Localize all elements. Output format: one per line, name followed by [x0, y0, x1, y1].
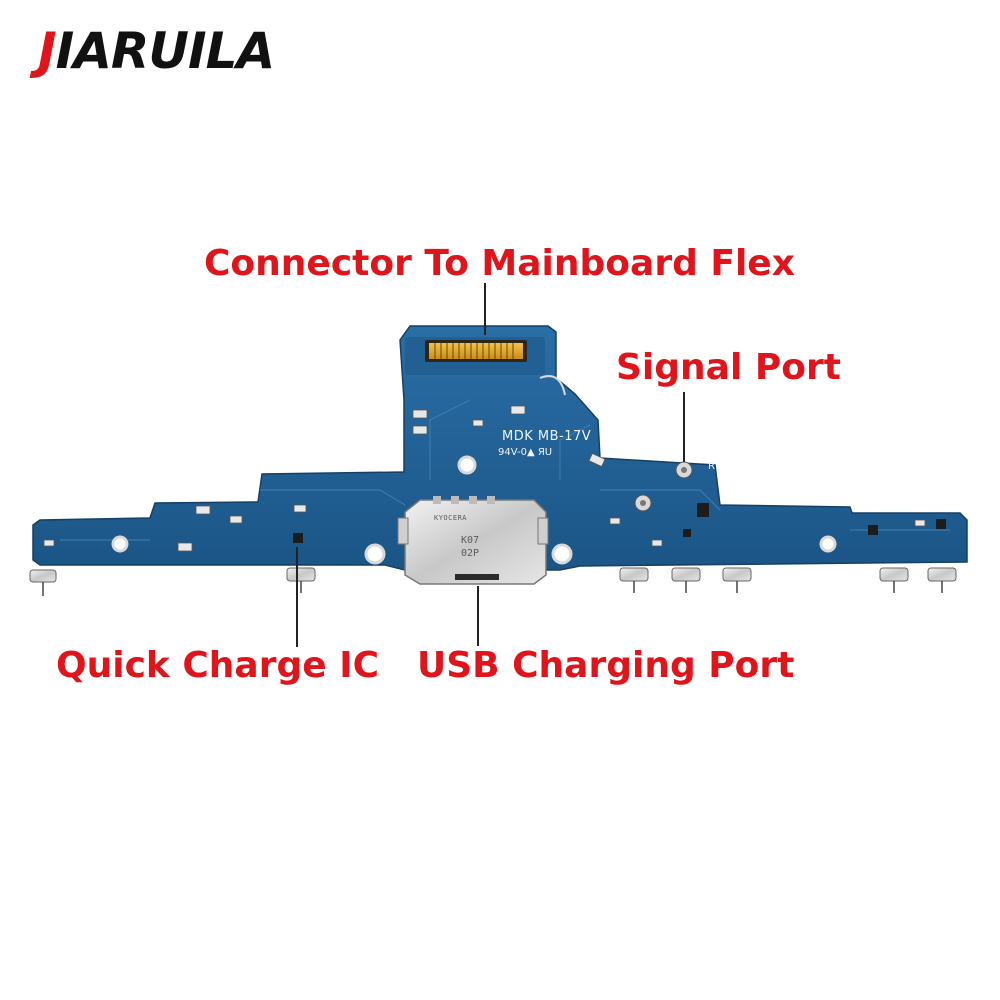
mainboard-connector: [425, 340, 527, 362]
board-side-mark: R: [708, 461, 715, 472]
brand-logo-first-letter: J: [38, 22, 57, 80]
usb-charging-port-label: USB Charging Port: [417, 645, 795, 686]
connector-pointer-line: [484, 283, 486, 335]
quick-charge-pointer-line: [296, 547, 298, 647]
signal-port-label: Signal Port: [616, 347, 841, 388]
signal-port-pointer-line: [683, 392, 685, 462]
usb-port-pointer-line: [477, 586, 479, 646]
signal-port-coax: [634, 461, 693, 512]
mounting-hole: [457, 455, 477, 475]
quick-charge-ic-chip: [293, 533, 303, 543]
quick-charge-ic-label: Quick Charge IC: [56, 645, 380, 686]
usb-c-connector: [397, 496, 549, 585]
brand-logo: JIARUILA: [38, 26, 275, 76]
mounting-hole: [819, 535, 837, 553]
mounting-hole: [111, 535, 129, 553]
mounting-hole: [364, 543, 386, 565]
mounting-hole: [551, 543, 573, 565]
board-rating-text: 94V-0▲ ЯU: [498, 447, 553, 458]
connector-label: Connector To Mainboard Flex: [204, 243, 795, 284]
usb-brand-text: KYOCERA: [434, 514, 468, 522]
brand-logo-rest: IARUILA: [55, 22, 276, 80]
pcb-body: [32, 325, 968, 571]
usb-code-line2: 02P: [461, 548, 480, 559]
usb-code-line1: K07: [461, 535, 480, 546]
board-model-text: MDK MB-17V: [502, 429, 592, 444]
